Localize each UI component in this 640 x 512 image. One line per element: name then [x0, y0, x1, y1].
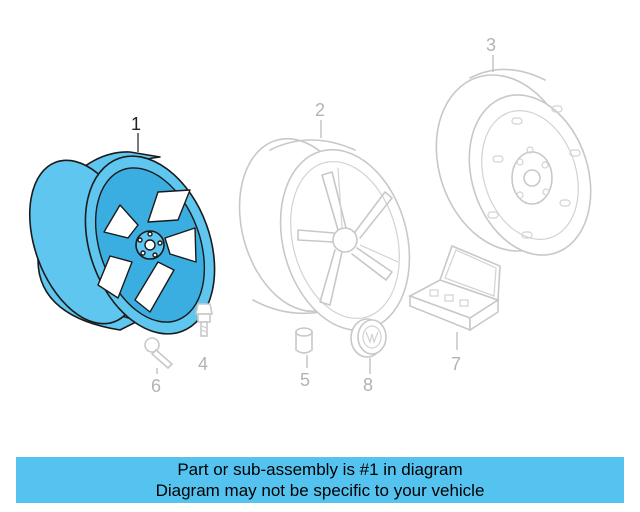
callout-8[interactable]: 8: [363, 375, 373, 395]
part-5-lug-cap[interactable]: [295, 327, 313, 354]
part-8-center-cap[interactable]: [350, 318, 387, 358]
part-2-alloy-wheel[interactable]: [221, 125, 428, 345]
callout-6[interactable]: 6: [151, 376, 161, 396]
wheel-parts-diagram: 3 2 1: [9, 35, 610, 396]
callout-2[interactable]: 2: [315, 100, 325, 120]
callout-3[interactable]: 3: [486, 35, 496, 55]
part-4-lug-bolt[interactable]: [195, 303, 213, 337]
part-1-alloy-wheel[interactable]: [9, 138, 238, 352]
callout-4[interactable]: 4: [198, 354, 208, 374]
callout-1[interactable]: 1: [131, 114, 141, 134]
part-3-steel-wheel[interactable]: [414, 57, 610, 271]
callout-5[interactable]: 5: [300, 370, 310, 390]
callout-7[interactable]: 7: [451, 354, 461, 374]
part-7-lock-kit[interactable]: [408, 244, 501, 332]
banner-line-2: Diagram may not be specific to your vehi…: [155, 481, 485, 500]
part-6-valve-stem[interactable]: [144, 337, 174, 370]
info-banner: Part or sub-assembly is #1 in diagram Di…: [16, 457, 624, 503]
banner-line-1: Part or sub-assembly is #1 in diagram: [177, 460, 463, 479]
